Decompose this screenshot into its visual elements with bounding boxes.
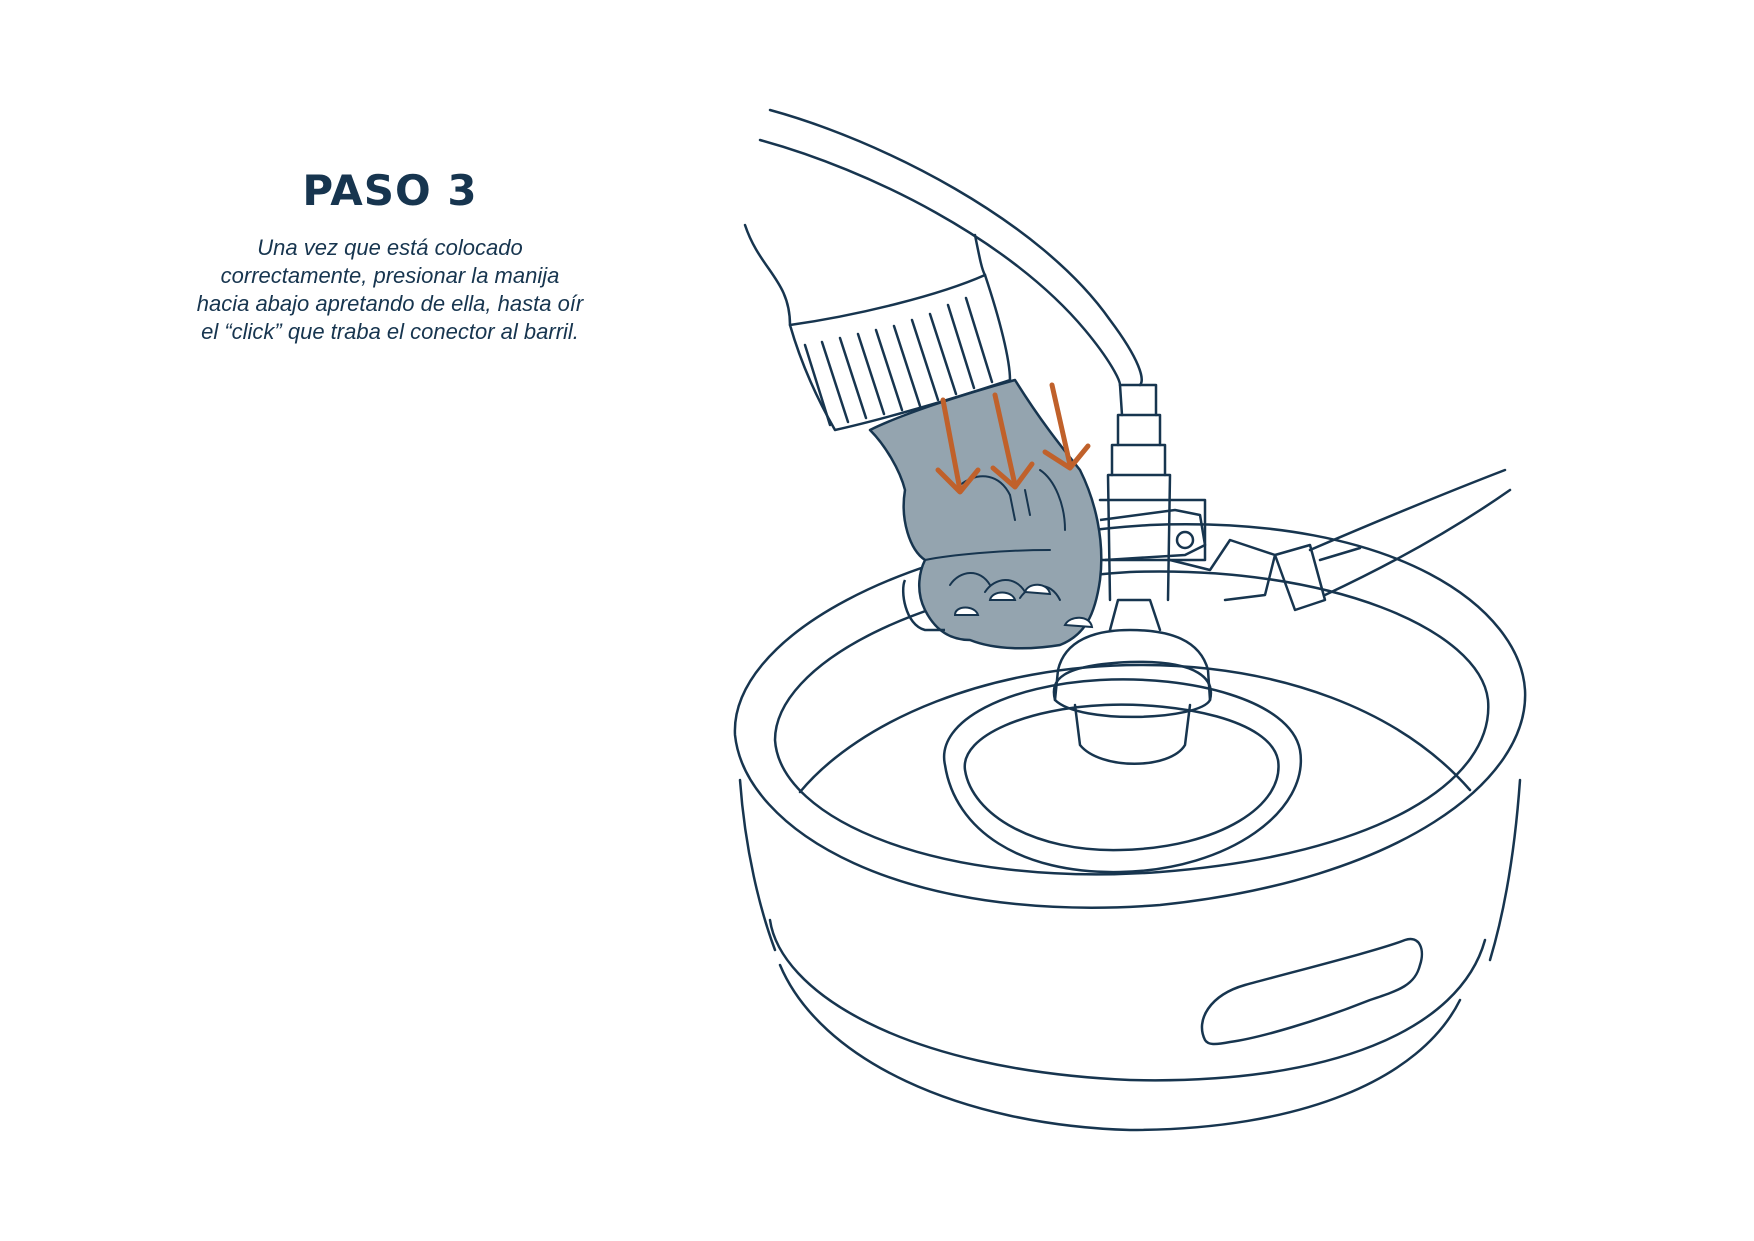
side-hose-fitting xyxy=(1168,538,1362,612)
coupler-base xyxy=(1052,598,1213,765)
sleeve-cuff xyxy=(788,273,1012,432)
step-line-4: el “click” que traba el conector al barr… xyxy=(201,319,579,344)
step-line-3: hacia abajo apretando de ella, hasta oír xyxy=(196,291,584,316)
step-line-2: correctamente, presionar la manija xyxy=(220,263,560,288)
keg-body xyxy=(738,778,1522,1132)
step-instructions: PASO 3 Una vez que está colocado correct… xyxy=(150,170,630,346)
top-hose xyxy=(758,108,1143,387)
keg-spear-rings xyxy=(942,678,1303,874)
step-line-1: Una vez que está colocado xyxy=(257,235,523,260)
coupler-body xyxy=(1098,383,1207,602)
keg-handle-slot xyxy=(1200,937,1424,1046)
step-description: Una vez que está colocado correctamente,… xyxy=(150,234,630,346)
gloved-hand xyxy=(868,378,1103,650)
arm xyxy=(743,223,987,327)
step-title: PASO 3 xyxy=(302,166,478,215)
coupler-lever xyxy=(901,508,1207,632)
side-hose xyxy=(1308,468,1512,597)
down-arrow-icon xyxy=(935,382,1091,495)
